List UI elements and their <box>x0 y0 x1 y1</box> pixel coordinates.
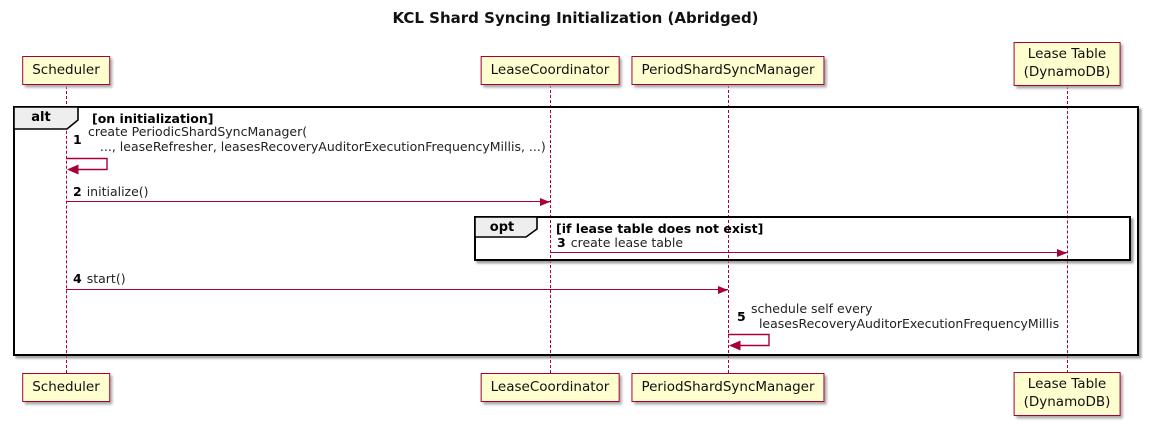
message-3-arrow-line <box>550 252 1067 253</box>
participant-leasecoordinator-top: LeaseCoordinator <box>480 56 620 85</box>
participant-label: LeaseCoordinator <box>490 61 610 78</box>
message-2-text: initialize() <box>86 184 149 199</box>
participant-lease-table-top: Lease Table (DynamoDB) <box>1013 42 1121 86</box>
message-3-label: 3 create lease table <box>557 235 684 251</box>
participant-label: PeriodShardSyncManager <box>641 61 815 78</box>
participant-scheduler-top: Scheduler <box>22 56 110 85</box>
participant-label: LeaseCoordinator <box>490 378 610 395</box>
participant-label: Lease Table (DynamoDB) <box>1023 376 1111 410</box>
message-5-text: schedule self every leasesRecoveryAudito… <box>751 301 1060 331</box>
opt-frame-pentagon <box>475 217 538 238</box>
message-5-number: 5 <box>737 309 746 324</box>
lifeline-periodshardsyncmanager <box>728 85 729 373</box>
message-4-arrow-line <box>66 289 728 290</box>
alt-frame: alt [on initialization] <box>13 106 1139 356</box>
opt-keyword: opt <box>489 220 515 235</box>
participant-label: Scheduler <box>32 61 100 78</box>
message-3-number: 3 <box>557 235 566 250</box>
alt-keyword: alt <box>31 110 51 125</box>
message-4-number: 4 <box>73 271 82 286</box>
message-1-number: 1 <box>73 132 82 147</box>
alt-condition: [on initialization] <box>92 111 214 126</box>
message-4-label: 4 start() <box>73 271 126 287</box>
opt-condition: [if lease table does not exist] <box>556 221 764 236</box>
lifeline-scheduler <box>66 86 67 373</box>
lifeline-leasecoordinator <box>550 85 551 373</box>
message-3-arrow-head <box>1057 248 1067 257</box>
participant-scheduler-bottom: Scheduler <box>22 373 110 402</box>
participant-lease-table-bottom: Lease Table (DynamoDB) <box>1013 372 1121 416</box>
message-1-text: create PeriodicShardSyncManager( ..., le… <box>88 124 546 154</box>
message-2-number: 2 <box>73 184 82 199</box>
message-2-arrow-head <box>540 197 550 206</box>
participant-periodshardsyncmanager-bottom: PeriodShardSyncManager <box>631 373 825 402</box>
message-1-self-arrow <box>66 157 108 175</box>
opt-frame: opt [if lease table does not exist] <box>474 216 1131 261</box>
alt-frame-pentagon <box>14 107 79 130</box>
message-4-arrow-head <box>718 285 728 294</box>
participant-label: PeriodShardSyncManager <box>641 378 815 395</box>
participant-leasecoordinator-bottom: LeaseCoordinator <box>480 373 620 402</box>
participant-periodshardsyncmanager-top: PeriodShardSyncManager <box>631 56 825 85</box>
message-2-label: 2 initialize() <box>73 184 149 200</box>
message-2-arrow-line <box>66 201 550 202</box>
participant-label: Lease Table (DynamoDB) <box>1023 46 1111 80</box>
message-3-text: create lease table <box>570 235 684 250</box>
message-5-self-arrow <box>728 333 770 351</box>
message-4-text: start() <box>86 271 126 286</box>
diagram-title: KCL Shard Syncing Initialization (Abridg… <box>392 9 759 27</box>
lifeline-lease-table <box>1067 86 1068 373</box>
participant-label: Scheduler <box>32 378 100 395</box>
